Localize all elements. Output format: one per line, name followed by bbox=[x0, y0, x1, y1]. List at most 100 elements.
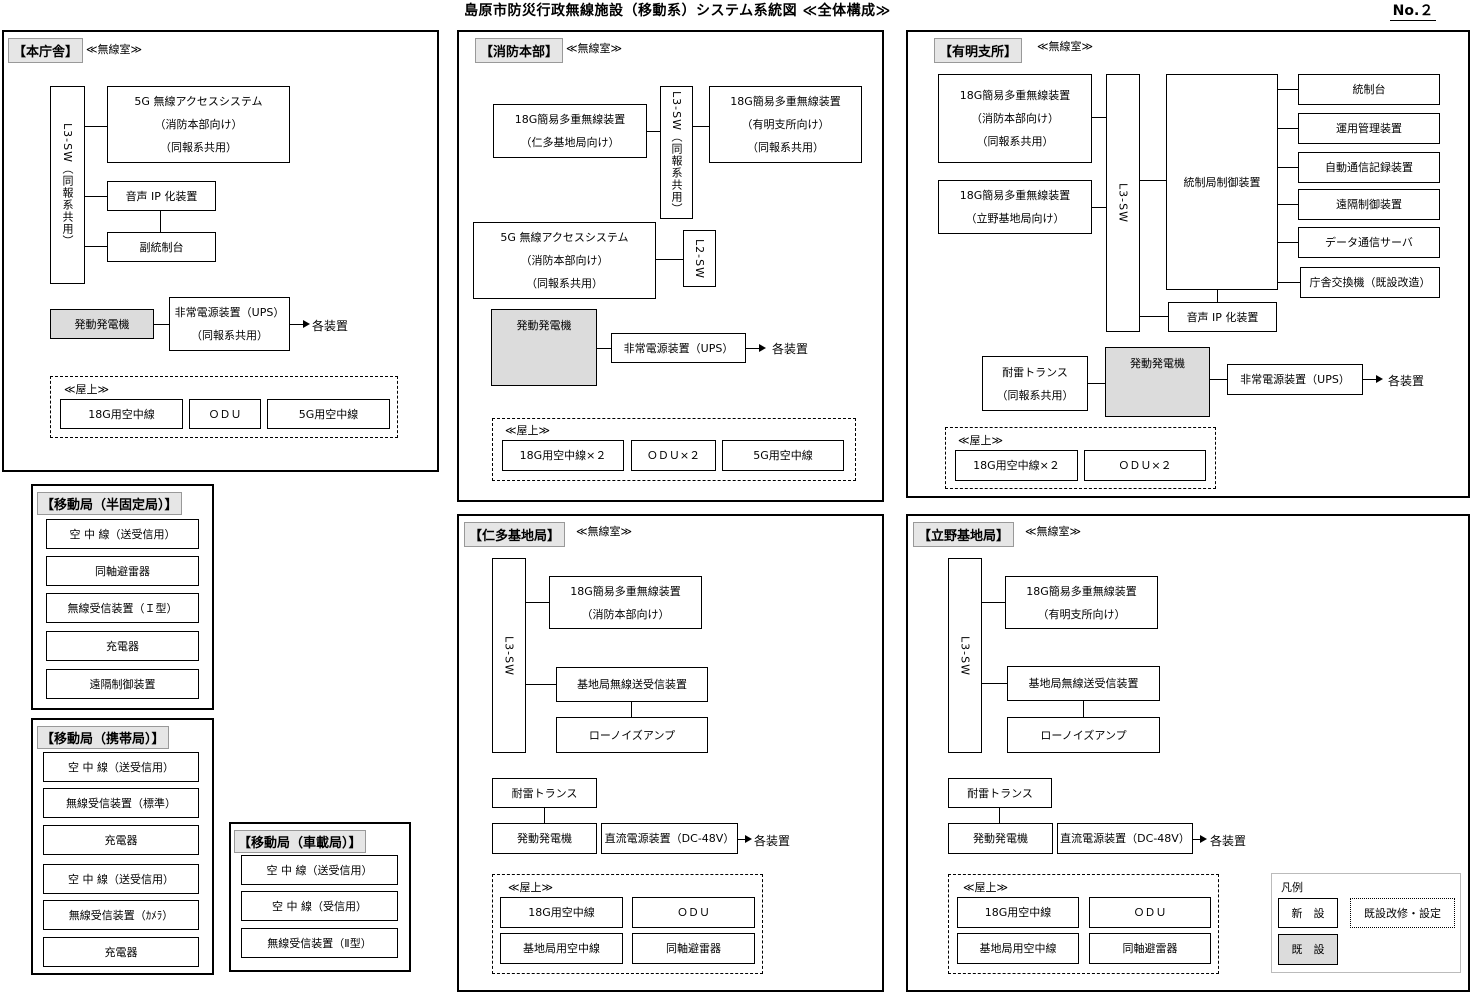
ups: 非常電源装置（UPS） bbox=[611, 333, 746, 363]
generator: 発動発電機 bbox=[492, 823, 597, 854]
panel-header-semi-fixed: 【移動局（半固定局）】 bbox=[37, 492, 182, 515]
odu: ＯＤＵ bbox=[1089, 897, 1211, 928]
base-station-antenna: 基地局用空中線 bbox=[957, 933, 1079, 964]
generator: 発動発電機 bbox=[1105, 347, 1210, 417]
ups: 非常電源装置（UPS） bbox=[1227, 364, 1363, 395]
roof-label: ≪屋上≫ bbox=[963, 881, 1009, 894]
roof-group bbox=[492, 418, 856, 481]
remote-controller: 遠隔制御装置 bbox=[1298, 189, 1440, 220]
vehicle-antenna-rx: 空 中 線（受信用） bbox=[241, 891, 398, 921]
l2-switch: L2-SW bbox=[683, 230, 716, 287]
roof-group bbox=[50, 376, 398, 438]
l3-switch: L3-SW bbox=[948, 558, 982, 753]
semi-antenna: 空 中 線（送受信用） bbox=[46, 519, 199, 549]
page-number: No.２ bbox=[1390, 0, 1436, 21]
base-station-transceiver: 基地局無線送受信装置 bbox=[1007, 666, 1160, 701]
low-noise-amp: ローノイズアンプ bbox=[556, 717, 708, 753]
semi-charger: 充電器 bbox=[46, 631, 199, 661]
console: 統制台 bbox=[1298, 74, 1440, 105]
portable-charger-1: 充電器 bbox=[43, 825, 199, 855]
room-label: ≪無線室≫ bbox=[1037, 40, 1094, 53]
lightning-transformer: 耐雷トランス bbox=[948, 778, 1052, 808]
panel-header-ariake: 【有明支所】 bbox=[934, 38, 1023, 63]
portable-charger-2: 充電器 bbox=[43, 937, 199, 967]
auto-comm-recorder: 自動通信記録装置 bbox=[1298, 152, 1440, 183]
roof-group bbox=[945, 427, 1216, 489]
odu-x2: ＯＤＵ×２ bbox=[631, 440, 716, 471]
antenna-18g-x2: 18G用空中線×２ bbox=[502, 440, 624, 471]
semi-coax-arrester: 同軸避雷器 bbox=[46, 556, 199, 586]
access-5g-system: 5G 無線アクセスシステム（消防本部向け）（同報系共用） bbox=[473, 222, 656, 299]
l3-switch: L3-SW（同報系共用） bbox=[660, 86, 693, 219]
voice-ip-device: 音声 IP 化装置 bbox=[1168, 302, 1277, 332]
coax-arrester: 同軸避雷器 bbox=[1089, 933, 1211, 964]
legend bbox=[1271, 873, 1461, 973]
coax-arrester: 同軸避雷器 bbox=[632, 933, 755, 964]
antenna-5g: 5G用空中線 bbox=[267, 399, 390, 429]
antenna-18g-x2: 18G用空中線×２ bbox=[955, 450, 1078, 481]
operation-manager: 運用管理装置 bbox=[1298, 113, 1440, 144]
vehicle-receiver: 無線受信装置（Ⅱ型） bbox=[241, 928, 398, 958]
portable-receiver-camera: 無線受信装置（ｶﾒﾗ） bbox=[43, 900, 199, 930]
panel-header-portable: 【移動局（携帯局）】 bbox=[37, 726, 169, 749]
l3-switch: L3-SW bbox=[492, 558, 526, 753]
roof-label: ≪屋上≫ bbox=[958, 434, 1004, 447]
access-5g-system: 5G 無線アクセスシステム（消防本部向け）（同報系共用） bbox=[107, 86, 290, 163]
legend-existing: 既 設 bbox=[1278, 934, 1338, 965]
base-station-transceiver: 基地局無線送受信装置 bbox=[556, 667, 708, 702]
l3-switch: L3-SW（同報系共用） bbox=[50, 86, 85, 284]
dc-power-supply: 直流電源装置（DC-48V） bbox=[601, 823, 738, 854]
vehicle-antenna-tx: 空 中 線（送受信用） bbox=[241, 855, 398, 885]
page-title: 島原市防災行政無線施設（移動系）システム系統図 ≪全体構成≫ bbox=[464, 3, 891, 19]
semi-remote-control: 遠隔制御装置 bbox=[46, 669, 199, 699]
sub-console: 副統制台 bbox=[107, 232, 216, 262]
lightning-transformer: 耐雷トランス bbox=[492, 778, 597, 808]
semi-receiver: 無線受信装置（Ｉ型） bbox=[46, 593, 199, 623]
portable-receiver-std: 無線受信装置（標準） bbox=[43, 788, 199, 818]
panel-header-fire-hq: 【消防本部】 bbox=[475, 38, 564, 63]
antenna-5g: 5G用空中線 bbox=[722, 440, 844, 471]
legend-new: 新 設 bbox=[1278, 898, 1338, 928]
room-label: ≪無線室≫ bbox=[566, 42, 623, 55]
lightning-transformer: 耐雷トランス（同報系共用） bbox=[982, 356, 1088, 411]
to-devices-label: 各装置 bbox=[312, 319, 349, 333]
antenna-18g: 18G用空中線 bbox=[60, 399, 183, 429]
mux-18g-niita: 18G簡易多重無線装置（仁多基地局向け） bbox=[493, 104, 647, 158]
roof-label: ≪屋上≫ bbox=[508, 881, 554, 894]
panel-header-niita: 【仁多基地局】 bbox=[464, 522, 566, 547]
to-devices-label: 各装置 bbox=[754, 834, 791, 848]
low-noise-amp: ローノイズアンプ bbox=[1007, 717, 1160, 753]
l3-switch: L3-SW bbox=[1106, 74, 1140, 332]
legend-title: 凡例 bbox=[1281, 881, 1303, 894]
mux-18g-ariake: 18G簡易多重無線装置（有明支所向け） bbox=[1005, 576, 1158, 629]
generator: 発動発電機 bbox=[50, 309, 154, 339]
control-station-controller: 統制局制御装置 bbox=[1166, 74, 1278, 290]
legend-existing-modified: 既設改修・設定 bbox=[1350, 898, 1455, 928]
roof-label: ≪屋上≫ bbox=[505, 424, 551, 437]
dc-power-supply: 直流電源装置（DC-48V） bbox=[1057, 823, 1193, 854]
pbx-existing-mod: 庁舎交換機（既設改造） bbox=[1300, 267, 1440, 298]
generator: 発動発電機 bbox=[491, 309, 597, 386]
roof-group bbox=[492, 874, 763, 974]
to-devices-label: 各装置 bbox=[772, 342, 809, 356]
room-label: ≪無線室≫ bbox=[86, 43, 143, 56]
odu: ＯＤＵ bbox=[189, 399, 261, 429]
to-devices-label: 各装置 bbox=[1210, 834, 1247, 848]
roof-group bbox=[948, 874, 1219, 974]
antenna-18g: 18G用空中線 bbox=[957, 897, 1079, 928]
to-devices-label: 各装置 bbox=[1388, 374, 1425, 388]
mux-18g-ariake: 18G簡易多重無線装置（有明支所向け）（同報系共用） bbox=[709, 86, 862, 163]
portable-antenna-1: 空 中 線（送受信用） bbox=[43, 752, 199, 782]
room-label: ≪無線室≫ bbox=[576, 525, 633, 538]
generator: 発動発電機 bbox=[948, 823, 1053, 854]
portable-antenna-2: 空 中 線（送受信用） bbox=[43, 864, 199, 894]
base-station-antenna: 基地局用空中線 bbox=[500, 933, 623, 964]
data-comm-server: データ通信サーバ bbox=[1298, 227, 1440, 258]
odu-x2: ＯＤＵ×２ bbox=[1084, 450, 1206, 481]
mux-18g-fire: 18G簡易多重無線装置（消防本部向け） bbox=[549, 576, 702, 629]
panel-header-vehicle: 【移動局（車載局）】 bbox=[234, 830, 366, 853]
panel-header-honcho: 【本庁舎】 bbox=[8, 38, 84, 63]
room-label: ≪無線室≫ bbox=[1025, 525, 1082, 538]
odu: ＯＤＵ bbox=[632, 897, 755, 928]
voice-ip-device: 音声 IP 化装置 bbox=[107, 181, 216, 211]
